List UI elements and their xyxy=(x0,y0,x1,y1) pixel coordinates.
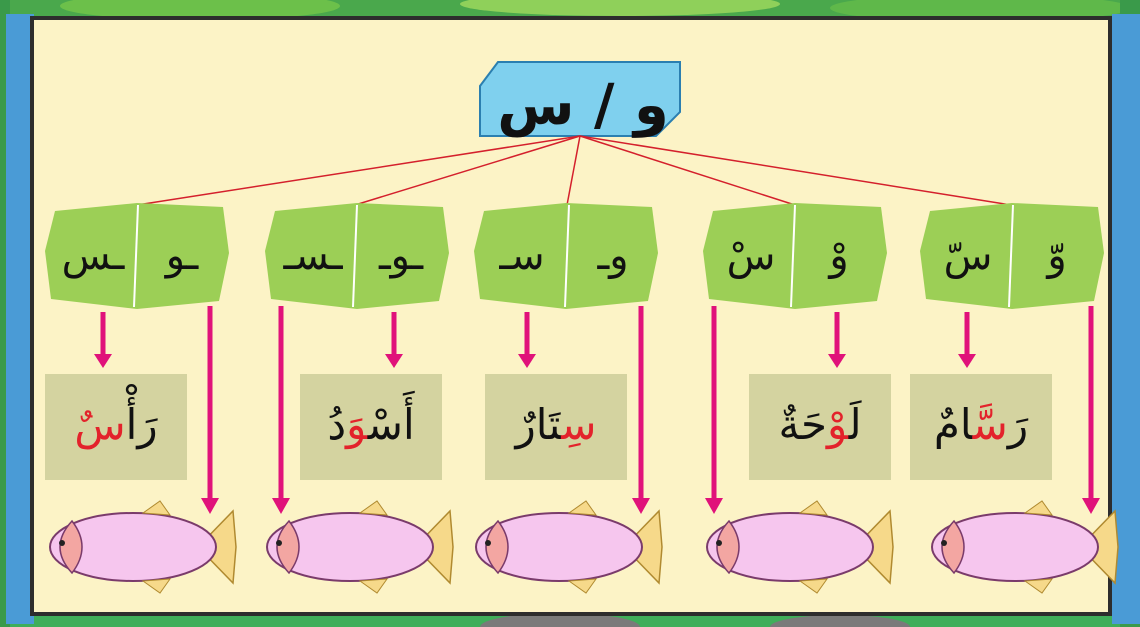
fish-body xyxy=(931,512,1099,582)
right-letter: وـ xyxy=(597,233,629,279)
fish-head xyxy=(276,519,300,575)
left-blue-strip xyxy=(6,14,34,624)
fish-head xyxy=(485,519,509,575)
fish-head xyxy=(59,519,83,575)
fish-top-fin xyxy=(141,500,172,516)
word-part: أَسْ xyxy=(367,400,415,449)
long-arrow-head xyxy=(272,498,290,514)
fish-top-fin xyxy=(1023,500,1054,516)
word-part: دُ xyxy=(327,400,347,449)
fish-top-fin xyxy=(567,500,598,516)
fish-top-fin xyxy=(358,500,389,516)
word-card xyxy=(485,374,627,480)
long-arrow-head xyxy=(705,498,723,514)
fish-bottom-fin xyxy=(798,578,829,594)
word-highlight: سٌ xyxy=(74,400,126,449)
word-card xyxy=(749,374,891,480)
word-part: حَةٌ xyxy=(778,400,827,449)
long-arrow-head xyxy=(201,498,219,514)
letter-box xyxy=(703,203,887,309)
left-letter: سـ xyxy=(499,233,545,279)
connector-line xyxy=(136,135,581,206)
fish-bottom-fin xyxy=(1023,578,1054,594)
long-arrow-head xyxy=(632,498,650,514)
fish-eye xyxy=(941,540,947,546)
word-card-text: أَسْوَدُ xyxy=(296,404,446,446)
connector-line xyxy=(579,135,796,206)
fish-eye xyxy=(716,540,722,546)
fish-eye xyxy=(485,540,491,546)
left-letter: سْ xyxy=(726,233,776,279)
letter-box xyxy=(265,203,449,309)
left-letter: ـس xyxy=(61,233,125,279)
long-arrow-head xyxy=(1082,498,1100,514)
fish-head xyxy=(716,519,740,575)
fish-eye xyxy=(276,540,282,546)
fish-body xyxy=(706,512,874,582)
fish-head xyxy=(941,519,965,575)
page-title: و / س xyxy=(497,73,669,138)
letter-box-divider xyxy=(1008,204,1014,308)
word-card xyxy=(45,374,187,480)
word-highlight: سَّ xyxy=(972,400,1008,449)
letter-box-divider xyxy=(564,204,570,308)
word-card xyxy=(300,374,442,480)
short-arrow-head xyxy=(828,354,846,368)
word-card-text: رَأْسٌ xyxy=(41,404,191,446)
left-letter: سّ xyxy=(943,233,993,279)
word-card xyxy=(910,374,1052,480)
fish-body xyxy=(266,512,434,582)
word-part: لَ xyxy=(848,400,862,449)
word-card-text: لَوْحَةٌ xyxy=(745,404,895,446)
fish-body xyxy=(475,512,643,582)
letter-box-divider xyxy=(133,204,139,308)
word-highlight: وَ xyxy=(346,400,368,449)
word-card-text: سِتَارٌ xyxy=(481,404,631,446)
left-letter: ـسـ xyxy=(283,233,343,279)
short-arrow-head xyxy=(518,354,536,368)
word-part: تَارٌ xyxy=(515,400,562,449)
short-arrow-head xyxy=(958,354,976,368)
connector-line xyxy=(579,135,1012,206)
word-part: امٌ xyxy=(933,400,973,449)
short-arrow-head xyxy=(94,354,112,368)
word-card-text: رَسَّامٌ xyxy=(906,404,1056,446)
short-arrow-head xyxy=(385,354,403,368)
fish-eye xyxy=(59,540,65,546)
word-highlight: وْ xyxy=(826,400,849,449)
fish-body xyxy=(49,512,217,582)
word-part: رَ xyxy=(1007,400,1029,449)
fish-bottom-fin xyxy=(141,578,172,594)
right-letter: وّ xyxy=(1047,233,1067,279)
fish-top-fin xyxy=(798,500,829,516)
letter-box-divider xyxy=(352,204,358,308)
letter-box-divider xyxy=(790,204,796,308)
connector-line xyxy=(354,135,581,206)
right-letter: ـوـ xyxy=(378,233,424,279)
right-letter: وْ xyxy=(829,233,849,279)
fish-bottom-fin xyxy=(358,578,389,594)
right-letter: ـو xyxy=(165,233,199,279)
word-highlight: سِ xyxy=(561,400,597,449)
word-part: رَأْ xyxy=(125,400,158,449)
connector-line xyxy=(566,135,581,206)
fish-bottom-fin xyxy=(567,578,598,594)
title-box xyxy=(479,61,681,137)
